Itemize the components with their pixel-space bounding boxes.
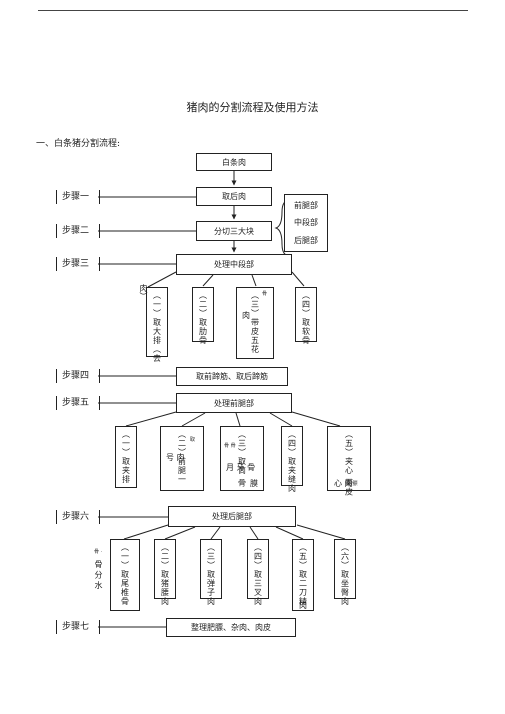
- rear-branch-2: [164, 526, 196, 540]
- rear-note-5: 肉: [299, 601, 307, 610]
- node-rear-process: 处理后腿部: [168, 506, 296, 527]
- part-front: 前腿部: [294, 201, 318, 211]
- mid-item-1: （一）取大排（去: [146, 287, 168, 363]
- rear-item-6: （六）取坐臀肉: [334, 539, 356, 606]
- mid-item-2: （二）取肋骨: [192, 287, 214, 345]
- rear-branch-5: [275, 526, 304, 540]
- node-remove-rear: 取后肉: [196, 187, 272, 206]
- step-label-5: 步骤五: [56, 396, 100, 410]
- node-final: 整理肥膘、杂肉、肉皮: [166, 618, 296, 637]
- rear-branch-1: [123, 524, 169, 540]
- rear-item-1: （一）取尾椎骨: [110, 539, 140, 611]
- mid-note-3-sup: 骨: [262, 291, 268, 297]
- page-title: 猪肉的分割流程及使用方法: [186, 101, 319, 114]
- front-note-2: 号 肉: [166, 453, 185, 462]
- rear-branch-3: [210, 526, 221, 540]
- part-rear: 后腿部: [294, 235, 318, 245]
- section-heading: 一、白条猪分割流程:: [36, 139, 121, 149]
- rear-item-3: （三）取弹子肉: [200, 539, 222, 606]
- rear-item-4: （四）取三叉肉: [247, 539, 269, 606]
- mid-branch-3: [251, 274, 257, 287]
- step-label-6: 步骤六: [56, 510, 100, 524]
- front-branch-4: [269, 412, 293, 427]
- rear-branch-6: [296, 524, 346, 540]
- front-branch-2: [181, 412, 206, 427]
- header-rule: [38, 10, 468, 11]
- node-front-process: 处理前腿部: [176, 393, 292, 413]
- node-cut-three: 分切三大块: [196, 221, 272, 241]
- step-label-2: 步骤二: [56, 224, 100, 238]
- mid-branch-4: [291, 271, 305, 287]
- front-note-5: 心 肉: [334, 479, 353, 488]
- step-label-3: 步骤三: [56, 257, 100, 271]
- rear-branch-4: [249, 526, 259, 540]
- front-note-3: 月 牙 骨: [226, 463, 256, 472]
- rear-item-5: （五）取二刀精: [292, 539, 314, 611]
- mid-note-1: 肉）: [139, 284, 148, 300]
- front-note-3-right: 膜: [250, 479, 258, 488]
- front-branch-3: [235, 412, 241, 427]
- mid-branch-2: [202, 274, 214, 287]
- front-item-1: （一）取夹排: [115, 426, 137, 488]
- step-label-7: 步骤七: [56, 620, 100, 634]
- front-branch-5: [291, 411, 341, 427]
- front-note-3-small: 骨 骨: [224, 443, 236, 449]
- step-label-1: 步骤一: [56, 190, 100, 204]
- mid-item-4: （四）取软骨: [295, 287, 317, 345]
- front-branch-1: [125, 411, 177, 427]
- rear-note-1: 骨 分 水: [94, 560, 103, 590]
- front-item-4: （四）取夹缝肉: [281, 426, 303, 493]
- node-start: 白条肉: [196, 153, 272, 171]
- front-note-5-small: 颈 膘: [346, 481, 358, 487]
- front-item-2: （二）前腿一: [160, 426, 204, 491]
- three-parts-box: 前腿部 中段部 后腿部: [284, 194, 328, 252]
- three-part-brace: [274, 199, 291, 257]
- rear-note-1-small: 骨 ·: [94, 549, 103, 555]
- front-note-2-sup: 取: [190, 437, 196, 443]
- front-item-5: （五）夹心 带皮: [327, 426, 371, 497]
- node-remove-tendon: 取前蹄筋、取后蹄筋: [176, 367, 288, 386]
- step-label-4: 步骤四: [56, 369, 100, 383]
- rear-item-2: （二）取猪腰肉: [154, 539, 176, 606]
- part-mid: 中段部: [294, 218, 318, 228]
- mid-item-3: （三）带皮五花: [236, 287, 274, 359]
- mid-note-3: 肉: [242, 311, 250, 320]
- front-item-3: （三）取筒 骨: [220, 426, 264, 491]
- mid-branch-1: [147, 271, 177, 288]
- node-mid-process: 处理中段部: [176, 254, 292, 275]
